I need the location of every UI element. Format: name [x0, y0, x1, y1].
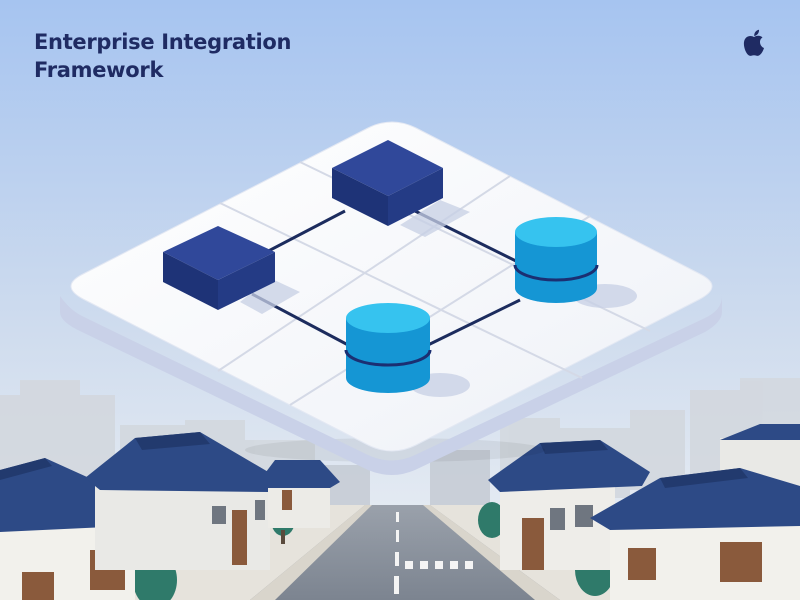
house-right-front — [590, 468, 800, 600]
database-node-bottom — [344, 303, 432, 393]
apple-logo-icon — [743, 29, 764, 56]
database-node-right — [513, 217, 599, 303]
center-line — [394, 512, 399, 594]
house-right-middle — [488, 440, 650, 570]
house-left-back — [260, 460, 340, 528]
page-title: Enterprise Integration Framework — [34, 28, 292, 84]
title-line-1: Enterprise Integration — [34, 30, 292, 54]
platform-side — [60, 296, 722, 475]
server-node-top — [332, 140, 443, 226]
integration-platform — [60, 121, 722, 475]
server-node-left — [163, 226, 275, 310]
crosswalk — [405, 561, 473, 569]
title-line-2: Framework — [34, 58, 164, 82]
house-left-middle — [85, 432, 282, 570]
